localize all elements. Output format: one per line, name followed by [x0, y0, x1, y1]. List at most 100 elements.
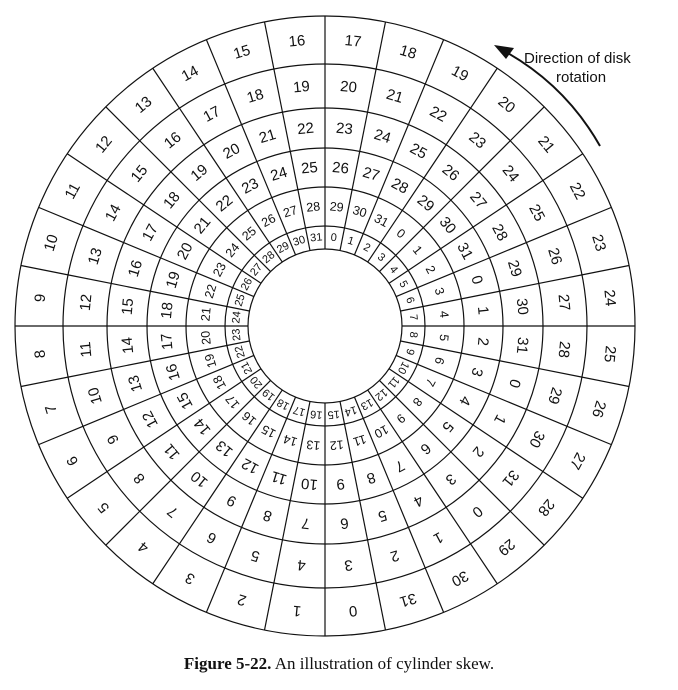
sector-number: 12: [239, 454, 262, 477]
sector-boundary: [176, 226, 210, 250]
sector-boundary: [241, 490, 258, 528]
rotation-label-line2: rotation: [556, 69, 607, 86]
sector-number: 9: [32, 293, 50, 303]
sector-number: 18: [160, 189, 184, 213]
sector-boundary: [424, 39, 445, 85]
sector-boundary: [198, 423, 228, 453]
sector-number: 20: [174, 240, 197, 263]
sector-boundary: [581, 264, 630, 276]
sector-boundary: [470, 67, 498, 109]
sector-number: 26: [588, 399, 609, 420]
sector-number: 30: [292, 234, 307, 249]
sector-number: 6: [417, 439, 434, 457]
sector-boundary: [489, 242, 527, 259]
sector-boundary: [225, 177, 249, 211]
sector-boundary: [123, 393, 161, 410]
sector-boundary: [380, 408, 403, 442]
sector-boundary: [297, 423, 307, 463]
sector-number: 1: [410, 243, 425, 257]
sector-number: 15: [327, 407, 340, 420]
sector-number: 3: [442, 470, 459, 488]
sector-number: 14: [191, 415, 215, 439]
sector-boundary: [566, 206, 612, 227]
sector-number: 26: [331, 159, 349, 178]
sector-boundary: [440, 402, 474, 426]
sector-number: 26: [239, 276, 255, 292]
sector-number: 15: [232, 42, 253, 63]
sector-number: 7: [301, 514, 311, 532]
sector-boundary: [407, 248, 441, 271]
sector-boundary: [401, 177, 425, 211]
sector-boundary: [422, 344, 462, 354]
sector-boundary: [542, 153, 584, 181]
sector-number: 7: [423, 376, 439, 389]
sector-boundary: [388, 269, 409, 284]
figure-caption: Figure 5-22. An illustration of cylinder…: [0, 654, 678, 674]
sector-boundary: [362, 197, 379, 234]
sector-boundary: [271, 418, 288, 455]
sector-number: 2: [236, 590, 249, 609]
sector-boundary: [343, 189, 353, 229]
sector-number: 6: [432, 355, 447, 366]
sector-boundary: [392, 490, 409, 528]
sector-boundary: [82, 225, 124, 244]
sector-number: 13: [125, 373, 146, 394]
sector-boundary: [505, 446, 544, 473]
sector-number: 26: [259, 211, 278, 230]
sector-number: 28: [260, 249, 277, 266]
rotation-label-line1: Direction of disk: [524, 50, 631, 67]
sector-number: 17: [139, 221, 162, 244]
sector-boundary: [422, 199, 452, 229]
sector-number: 5: [396, 279, 409, 290]
sector-boundary: [123, 242, 161, 259]
sector-number: 19: [188, 161, 212, 185]
sector-number: 9: [403, 347, 416, 356]
sector-number: 14: [343, 403, 358, 418]
sector-boundary: [377, 161, 394, 198]
sector-boundary: [170, 171, 200, 201]
sector-boundary: [400, 305, 424, 312]
sector-boundary: [489, 393, 527, 410]
sector-boundary: [566, 425, 612, 446]
sector-number: 7: [392, 456, 407, 475]
sector-boundary: [392, 124, 409, 162]
sector-boundary: [241, 269, 262, 284]
sector-number: 2: [474, 337, 492, 347]
sector-boundary: [445, 506, 472, 545]
sector-boundary: [139, 479, 172, 512]
sector-number: 31: [310, 231, 323, 244]
sector-boundary: [417, 363, 454, 380]
sector-boundary: [395, 227, 424, 256]
sector-number: 1: [430, 528, 445, 547]
sector-number: 0: [348, 602, 358, 620]
sector-number: 14: [119, 336, 138, 354]
sector-boundary: [526, 408, 568, 427]
sector-number: 28: [555, 340, 574, 358]
sector-boundary: [226, 340, 250, 347]
sector-boundary: [367, 389, 382, 410]
sector-number: 4: [296, 556, 306, 574]
sector-boundary: [359, 500, 369, 540]
sector-boundary: [424, 567, 445, 613]
sector-number: 31: [372, 211, 391, 230]
sector-number: 20: [220, 140, 243, 163]
sector-number: 14: [282, 432, 299, 449]
sector-boundary: [379, 254, 397, 272]
sector-number: 28: [534, 496, 558, 520]
sector-boundary: [542, 471, 584, 499]
sector-number: 27: [248, 261, 265, 278]
sector-boundary: [205, 39, 226, 85]
sector-number: 16: [288, 32, 306, 51]
sector-number: 3: [182, 569, 197, 588]
sector-number: 27: [555, 293, 574, 311]
sector-boundary: [499, 282, 539, 292]
sector-number: 16: [125, 258, 146, 279]
sector-number: 11: [62, 180, 84, 202]
sector-number: 8: [365, 468, 378, 487]
sector-number: 22: [427, 103, 450, 126]
sector-number: 10: [395, 359, 411, 375]
sector-boundary: [367, 242, 382, 263]
sector-boundary: [422, 298, 462, 308]
sector-boundary: [224, 83, 243, 125]
